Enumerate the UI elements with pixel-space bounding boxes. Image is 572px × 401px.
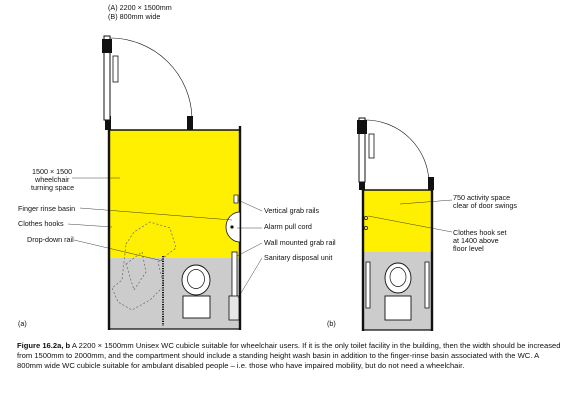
floor-area xyxy=(110,258,240,329)
door-leaf-b xyxy=(358,117,366,183)
door-handle xyxy=(112,55,119,83)
vertical-rails-label: Vertical grab rails xyxy=(264,206,320,215)
cubicle-a xyxy=(67,35,263,330)
dimension-b-label: (B) 800mm wide xyxy=(108,12,161,21)
activity-space-area xyxy=(364,190,432,252)
wall-rail-label: Wall mounted grab rail xyxy=(264,238,336,247)
leader-activity xyxy=(399,199,453,205)
wc-cubicle-figure: (A) 2200 × 1500mm (B) 800mm wide 1500 × … xyxy=(18,3,517,331)
door-jamb-left-b xyxy=(359,177,365,190)
clothes-hooks-label: Clothes hooks xyxy=(18,219,64,228)
wc-bowl-b xyxy=(389,267,407,287)
figure-caption: Figure 16.2a, b A 2200 × 1500mm Unisex W… xyxy=(17,341,565,371)
hook-label-line1: Clothes hook set xyxy=(453,228,507,237)
turning-space-label-line1: 1500 × 1500 xyxy=(32,167,73,176)
leader-vertical-rails xyxy=(237,199,263,212)
leader-hook xyxy=(367,215,453,233)
sanitary-unit-label: Sanitary disposal unit xyxy=(264,253,333,262)
dropdown-rail-label: Drop-down rail xyxy=(27,235,74,244)
alarm-cord-label: Alarm pull cord xyxy=(264,222,312,231)
clothes-hook-2 xyxy=(364,226,368,230)
dimension-a-label: (A) 2200 × 1500mm xyxy=(108,3,172,12)
vertical-grab-rail xyxy=(233,194,239,204)
leader-sanitary xyxy=(237,257,263,299)
grab-rail-right-b xyxy=(424,261,430,309)
door-swing-arc-b xyxy=(364,119,430,183)
caption-figure-label: Figure 16.2a, b xyxy=(17,341,71,350)
caption-text: A 2200 × 1500mm Unisex WC cubicle suitab… xyxy=(17,341,561,370)
door-jamb-right xyxy=(187,116,193,130)
sanitary-disposal-unit xyxy=(228,295,240,321)
floor-plan-drawing xyxy=(67,35,453,331)
wc-bowl xyxy=(187,269,205,289)
turning-space-label-line2: wheelchair xyxy=(35,175,70,184)
hook-label-line2: at 1400 above xyxy=(453,236,499,245)
clothes-hook-1 xyxy=(364,216,368,220)
wheelchair-outline-inner xyxy=(125,251,147,291)
door-leaf xyxy=(103,35,111,121)
wc-cistern xyxy=(182,295,211,319)
cubicle-b xyxy=(357,117,453,331)
leader-clothes-hooks xyxy=(67,223,113,228)
door-hinge-b xyxy=(357,120,367,134)
door-jamb-right-b xyxy=(428,177,434,190)
leader-finger-basin xyxy=(79,207,233,221)
door-jamb-left xyxy=(105,116,111,130)
panel-a-label: (a) xyxy=(18,319,27,328)
door-handle-b xyxy=(368,133,375,159)
activity-space-label-line2: clear of door swings xyxy=(453,201,517,210)
basin-tap xyxy=(230,225,234,229)
panel-b-label: (b) xyxy=(327,319,336,328)
wc-cistern-b xyxy=(384,295,412,321)
activity-space-label-line1: 750 activity space xyxy=(453,193,511,202)
wheelchair-outline xyxy=(111,221,177,311)
hook-label-line3: floor level xyxy=(453,244,484,253)
door-hinge-top xyxy=(102,39,112,53)
turning-space-label-line3: turning space xyxy=(31,183,75,192)
grab-rail-left-b xyxy=(365,261,371,309)
leader-dropdown xyxy=(73,239,164,262)
finger-basin-label: Finger rinse basin xyxy=(18,204,76,213)
turning-space-area xyxy=(110,130,240,258)
door-swing-arc xyxy=(109,37,193,119)
leader-wall-rail xyxy=(236,242,263,257)
